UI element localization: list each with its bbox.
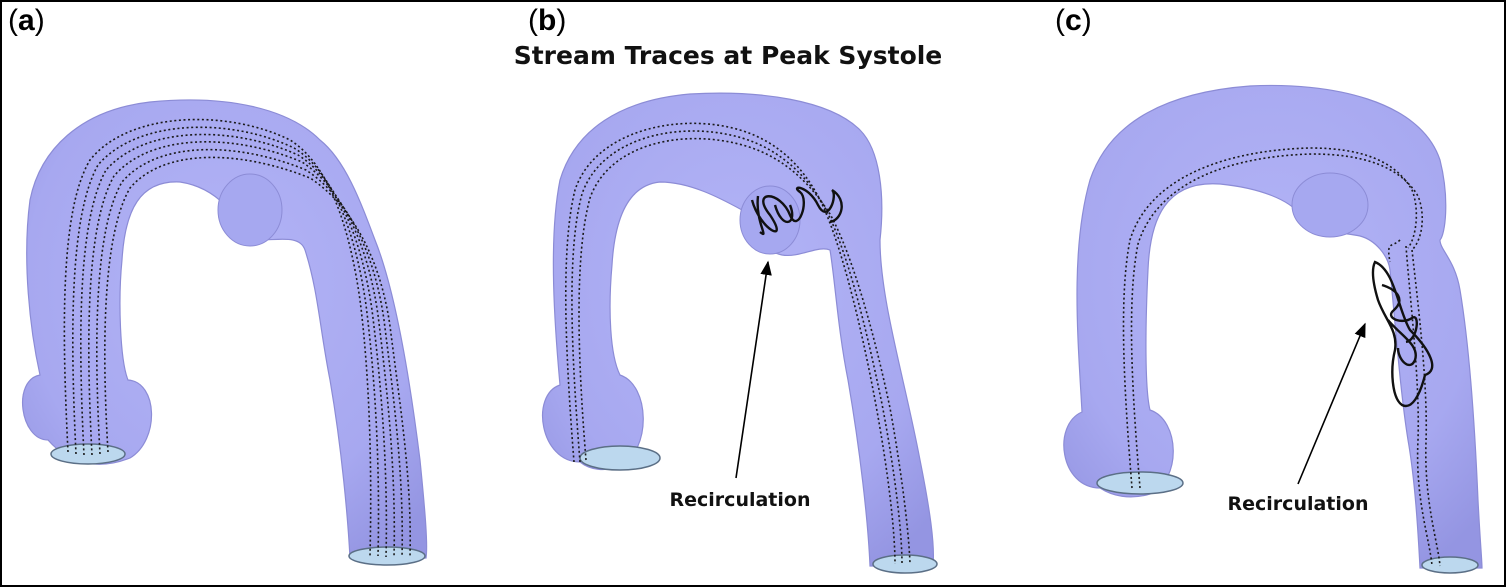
panel-c-arrow xyxy=(1297,322,1366,485)
panel-a-trace xyxy=(72,126,380,557)
panel-b-outlet xyxy=(872,554,938,574)
panel-b-letter: b xyxy=(538,4,556,37)
panel-b-annotation: Recirculation xyxy=(670,489,811,511)
panel-a-label: (a) xyxy=(8,4,45,37)
panel-b-trace xyxy=(571,130,903,565)
panel-a-inlet xyxy=(50,443,126,465)
panel-c-recirculation-loops xyxy=(1371,260,1434,408)
panel-b-label: (b) xyxy=(528,4,566,37)
panel-b-recirculation-loops xyxy=(750,186,843,236)
panel-b-trace xyxy=(564,122,896,565)
panel-a-letter: a xyxy=(18,4,35,37)
panel-b-trace xyxy=(578,137,911,565)
panel-b-arrow xyxy=(735,260,772,479)
panel-c-vessel xyxy=(1063,84,1483,569)
panel-b: (b) Recirculation xyxy=(528,4,938,574)
panel-c-trace xyxy=(1387,239,1401,263)
panel-a: (a) xyxy=(8,4,428,566)
panel-c-label: (c) xyxy=(1055,4,1092,37)
panel-a-vessel xyxy=(22,99,428,559)
panel-c-trace xyxy=(1122,147,1418,489)
panel-c-trace xyxy=(1411,249,1441,567)
panel-c-annotation: Recirculation xyxy=(1228,493,1369,515)
panel-b-aneurysm xyxy=(739,185,801,255)
panel-c-letter: c xyxy=(1065,4,1082,37)
panel-a-trace xyxy=(104,156,412,557)
panel-a-trace xyxy=(96,148,404,558)
figure-title: Stream Traces at Peak Systole xyxy=(514,41,943,70)
panel-c-trace xyxy=(1405,245,1433,567)
panel-b-vessel xyxy=(542,92,935,567)
panel-a-trace xyxy=(63,118,372,557)
panel-a-aneurysm xyxy=(217,173,283,247)
panel-c-aneurysm xyxy=(1291,172,1369,238)
panel-a-outlet xyxy=(348,546,426,566)
panel-a-trace xyxy=(80,133,388,558)
panel-c-outlet xyxy=(1421,556,1479,574)
panel-b-inlet xyxy=(579,445,661,471)
panel-c: (c) Recirculation xyxy=(1055,4,1483,574)
